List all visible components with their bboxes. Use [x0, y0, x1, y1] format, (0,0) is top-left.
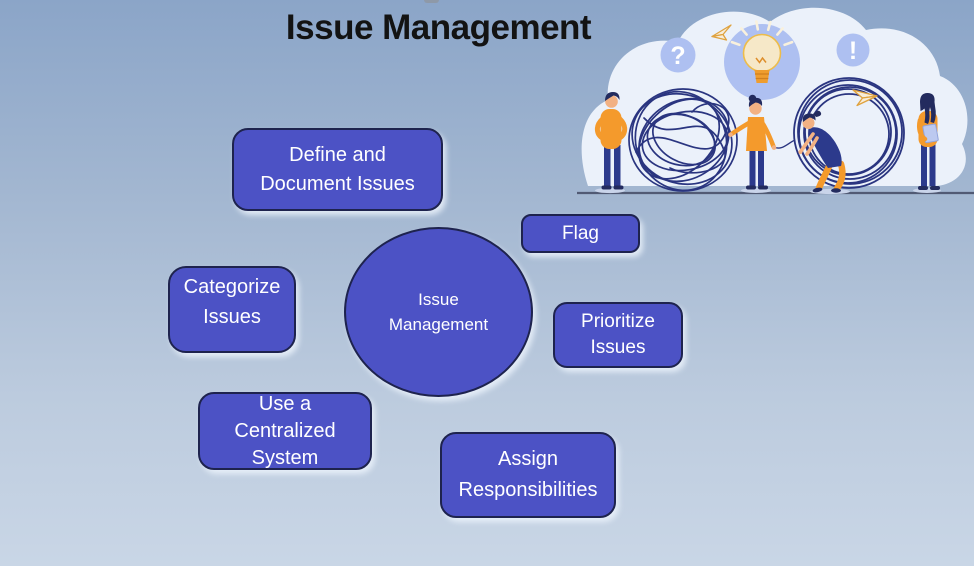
question-badge: ? [660, 37, 696, 73]
node-label-line: Document Issues [260, 172, 415, 195]
node-label-line: Assign [497, 448, 559, 470]
page-title: Issue Management [285, 8, 592, 47]
node-label-line: Prioritize [581, 311, 655, 332]
person-standing-left [594, 92, 628, 190]
exclamation-icon: ! [849, 37, 857, 65]
node-categorize-issues: Categorize Issues [168, 266, 296, 353]
coil-circle-icon [793, 77, 905, 189]
node-label-line: System [251, 446, 319, 469]
top-edge-artifact [424, 0, 439, 3]
node-label-line: Categorize [183, 275, 281, 298]
node-assign-responsibilities: Assign Responsibilities [440, 432, 616, 518]
person-bending-in-coil [798, 110, 846, 193]
node-label-line: Centralized [234, 419, 336, 442]
central-node-issue-management: Issue Management [344, 227, 533, 397]
node-define-and-document-issues: Define and Document Issues [232, 128, 443, 211]
paper-plane-icon [852, 89, 878, 107]
node-prioritize-issues: Prioritize Issues [553, 302, 683, 368]
central-node-label-line1: Issue [418, 290, 459, 309]
lightbulb-badge [724, 20, 800, 100]
person-center-untangling [728, 94, 777, 190]
node-label-line: Define and [289, 143, 386, 166]
question-icon: ? [670, 42, 685, 70]
node-label-line: Responsibilities [458, 479, 598, 501]
paper-plane-icon [711, 24, 732, 41]
node-label-line: Issues [203, 305, 261, 328]
lightbulb-icon [730, 20, 794, 83]
exclamation-badge: ! [836, 33, 870, 67]
tangled-scribble-icon [628, 88, 738, 192]
node-flag: Flag [521, 214, 640, 253]
node-use-a-centralized-system: Use a Centralized System [198, 392, 372, 470]
untangling-illustration: ? ! [577, 7, 974, 195]
node-label-line: Use a [258, 392, 312, 415]
central-node-label-line2: Management [388, 315, 489, 334]
node-label-line: Issues [590, 337, 646, 358]
node-label-line: Flag [562, 222, 599, 244]
person-right-clipboard [916, 93, 940, 190]
